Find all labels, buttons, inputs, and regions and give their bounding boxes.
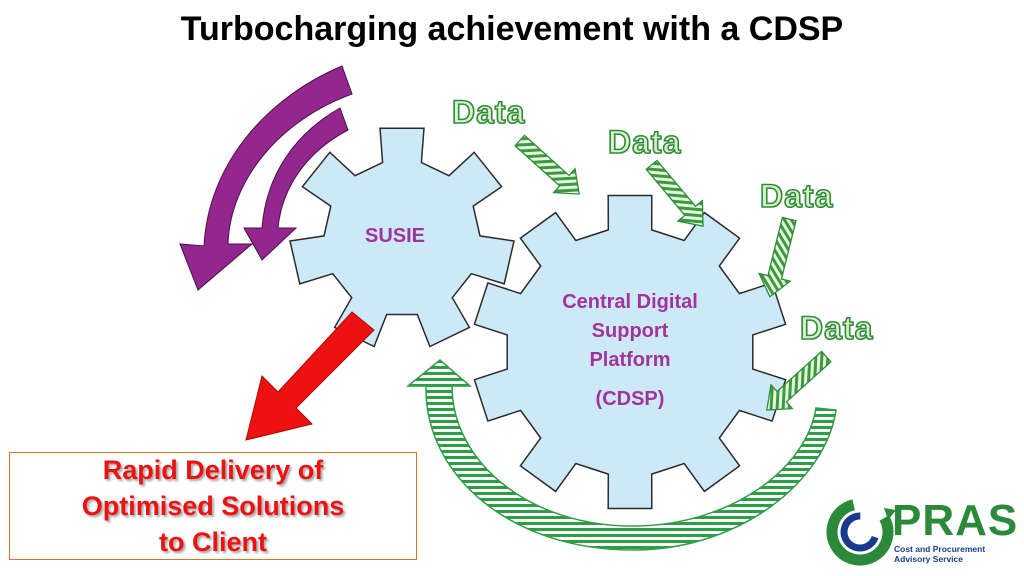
cdsp-label: Central Digital Support Platform (CDSP)	[520, 288, 740, 414]
output-box-text: Rapid Delivery of Optimised Solutions to…	[82, 452, 345, 560]
page-title: Turbocharging achievement with a CDSP	[180, 10, 844, 48]
logo-subtitle: Cost and Procurement Advisory Service	[894, 544, 985, 564]
susie-label-text: SUSIE	[364, 225, 426, 247]
cdsp-label-line4: (CDSP)	[595, 388, 665, 410]
purple-rotation-arrow-inner	[243, 107, 349, 261]
cdsp-label-line1: Central Digital	[562, 291, 698, 313]
green-feedback-arrow	[405, 359, 837, 551]
data-arrow-3	[757, 216, 797, 298]
data-arrow-2	[645, 159, 704, 227]
susie-gear	[289, 127, 515, 348]
logo-sub-line1: Cost and Procurement	[894, 544, 986, 554]
output-line2: Optimised Solutions	[81, 491, 345, 521]
output-box: Rapid Delivery of Optimised Solutions to…	[9, 452, 417, 560]
data-arrow-1	[514, 134, 580, 195]
purple-rotation-arrow-outer	[179, 65, 353, 291]
pras-logo: PRAS Cost and Procurement Advisory Servi…	[826, 494, 1019, 570]
logo-word: PRAS	[892, 496, 1019, 545]
susie-label: SUSIE	[330, 222, 460, 251]
output-line3: to Client	[158, 527, 267, 557]
cdsp-label-line2: Support	[591, 320, 669, 342]
logo-sub-line2: Advisory Service	[894, 554, 963, 564]
data-label-1: Data	[451, 93, 526, 131]
cdsp-gear	[473, 194, 787, 510]
cdsp-label-line3: Platform	[589, 349, 671, 371]
data-label-2: Data	[607, 123, 682, 161]
data-arrow-4	[766, 350, 832, 411]
pras-logo-icon	[826, 498, 896, 566]
data-label-3: Data	[759, 177, 834, 215]
output-line1: Rapid Delivery of	[102, 455, 324, 485]
red-output-arrow	[245, 311, 375, 441]
data-label-4: Data	[799, 309, 874, 347]
